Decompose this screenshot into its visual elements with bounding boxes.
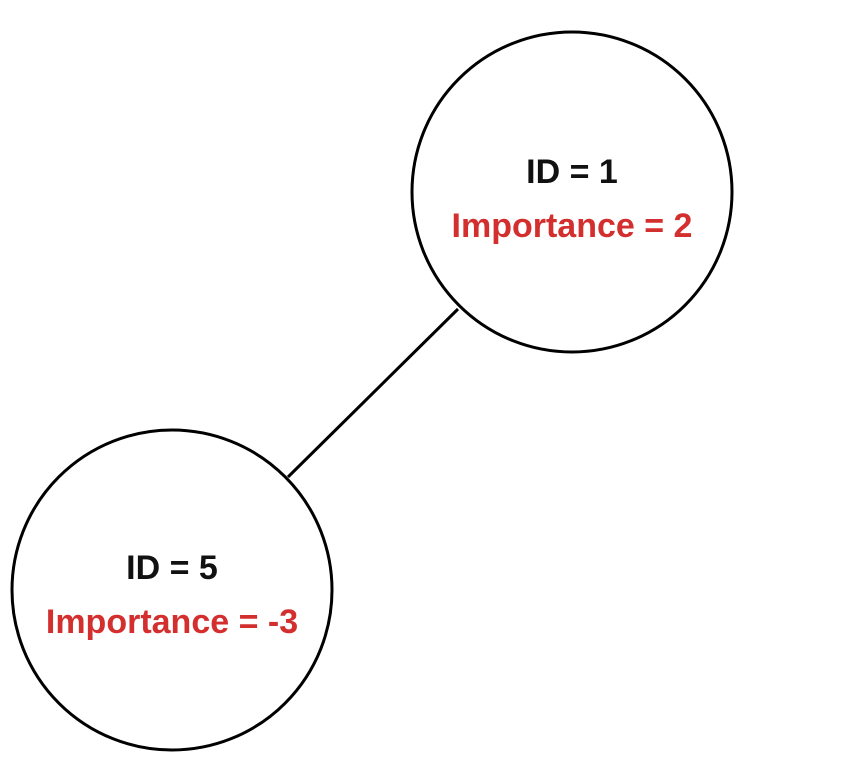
node-importance-label: Importance = -3 xyxy=(46,603,298,641)
node-id-label: ID = 5 xyxy=(126,549,218,587)
node-circle xyxy=(410,30,734,354)
node-circle xyxy=(10,428,334,752)
node-id-1: ID = 1 Importance = 2 xyxy=(410,30,734,354)
edge-node1-node5 xyxy=(286,307,460,479)
node-id-label: ID = 1 xyxy=(526,153,618,191)
node-id-5: ID = 5 Importance = -3 xyxy=(10,428,334,752)
node-importance-label: Importance = 2 xyxy=(452,207,693,245)
